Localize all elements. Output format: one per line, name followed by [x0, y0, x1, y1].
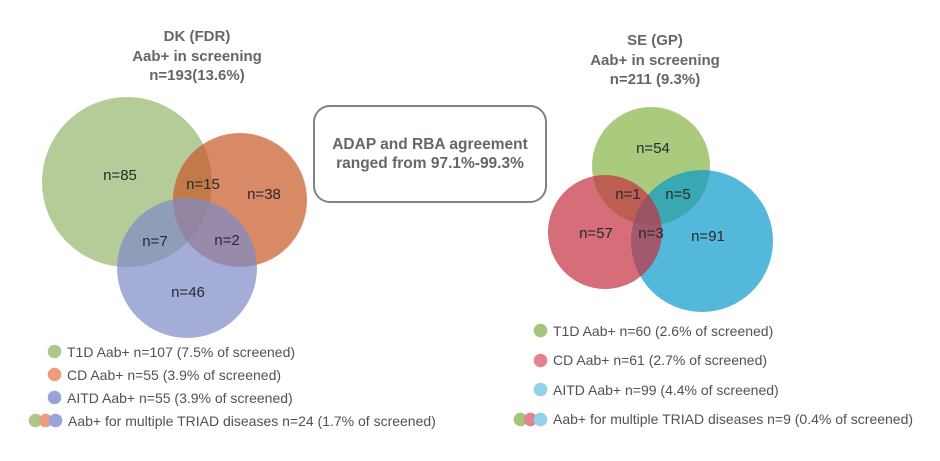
venn-right-cd-only-count: n=57 [579, 225, 613, 242]
left-title-cohort: DK (FDR) [163, 28, 231, 45]
venn-left-aitd-only-count: n=46 [171, 284, 205, 301]
right-title-subtitle: Aab+ in screening [590, 51, 720, 69]
legend-label-t1d: T1D Aab+ n=60 (2.6% of screened) [553, 322, 774, 339]
venn-left-aitd-circle [117, 198, 257, 338]
legend-label-multiple: Aab+ for multiple TRIAD diseases n=9 (0.… [553, 411, 914, 428]
venn-right-t1d-cd-count: n=1 [615, 186, 640, 203]
legend-label-cd: CD Aab+ n=55 (3.9% of screened) [67, 366, 282, 383]
legend-left: T1D Aab+ n=107 (7.5% of screened) CD Aab… [28, 340, 436, 432]
right-panel-title: SE (GP) Aab+ in screening n=211 (9.3%) [525, 31, 785, 90]
legend-item-cd: CD Aab+ n=55 (3.9% of screened) [28, 363, 436, 386]
cd-dot-icon [533, 353, 548, 368]
venn-left-dk: n=85 n=15 n=38 n=7 n=2 n=46 [42, 97, 307, 338]
multiple-triad-dots-icon [28, 413, 63, 428]
right-title-count: n=211 (9.3%) [609, 71, 701, 88]
left-title-subtitle: Aab+ in screening [132, 47, 262, 65]
t1d-dot-icon [533, 323, 548, 338]
aitd-dot-icon [533, 382, 548, 397]
venn-right-se: n=54 n=1 n=5 n=57 n=3 n=91 [548, 107, 773, 312]
legend-label-multiple: Aab+ for multiple TRIAD diseases n=24 (1… [68, 412, 436, 429]
legend-item-multiple: Aab+ for multiple TRIAD diseases n=24 (1… [28, 409, 436, 432]
aitd-dot-icon [47, 390, 62, 405]
venn-right-cd-aitd-count: n=3 [638, 225, 663, 242]
legend-item-multiple: Aab+ for multiple TRIAD diseases n=9 (0.… [513, 405, 913, 435]
legend-item-aitd: AITD Aab+ n=99 (4.4% of screened) [513, 375, 913, 405]
legend-label-aitd: AITD Aab+ n=99 (4.4% of screened) [553, 381, 779, 398]
legend-item-t1d: T1D Aab+ n=107 (7.5% of screened) [28, 340, 436, 363]
venn-left-cd-only-count: n=38 [247, 186, 281, 203]
legend-item-t1d: T1D Aab+ n=60 (2.6% of screened) [513, 316, 913, 346]
venn-right-aitd-circle [631, 170, 773, 312]
legend-right: T1D Aab+ n=60 (2.6% of screened) CD Aab+… [513, 316, 913, 434]
venn-right-t1d-aitd-count: n=5 [665, 186, 690, 203]
legend-label-aitd: AITD Aab+ n=55 (3.9% of screened) [67, 389, 293, 406]
agreement-callout-line1: ADAP and RBA agreement [332, 136, 528, 153]
venn-left-cd-aitd-count: n=2 [214, 232, 239, 249]
venn-left-t1d-aitd-count: n=7 [142, 233, 167, 250]
cd-dot-icon [47, 367, 62, 382]
t1d-dot-icon [47, 344, 62, 359]
venn-right-t1d-only-count: n=54 [636, 140, 670, 157]
agreement-callout: ADAP and RBA agreement ranged from 97.1%… [313, 105, 547, 203]
agreement-callout-line2: ranged from 97.1%-99.3% [336, 155, 524, 172]
legend-item-cd: CD Aab+ n=61 (2.7% of screened) [513, 346, 913, 376]
multiple-triad-dots-icon [513, 412, 548, 427]
legend-label-cd: CD Aab+ n=61 (2.7% of screened) [553, 352, 768, 369]
legend-label-t1d: T1D Aab+ n=107 (7.5% of screened) [67, 343, 296, 360]
legend-item-aitd: AITD Aab+ n=55 (3.9% of screened) [28, 386, 436, 409]
venn-right-cd-circle [548, 175, 662, 289]
left-panel-title: DK (FDR) Aab+ in screening n=193(13.6%) [67, 27, 327, 86]
left-title-count: n=193(13.6%) [149, 67, 245, 84]
venn-right-aitd-only-count: n=91 [691, 228, 725, 245]
venn-left-t1d-only-count: n=85 [103, 167, 137, 184]
venn-left-t1d-cd-count: n=15 [186, 176, 220, 193]
right-title-cohort: SE (GP) [627, 32, 683, 49]
